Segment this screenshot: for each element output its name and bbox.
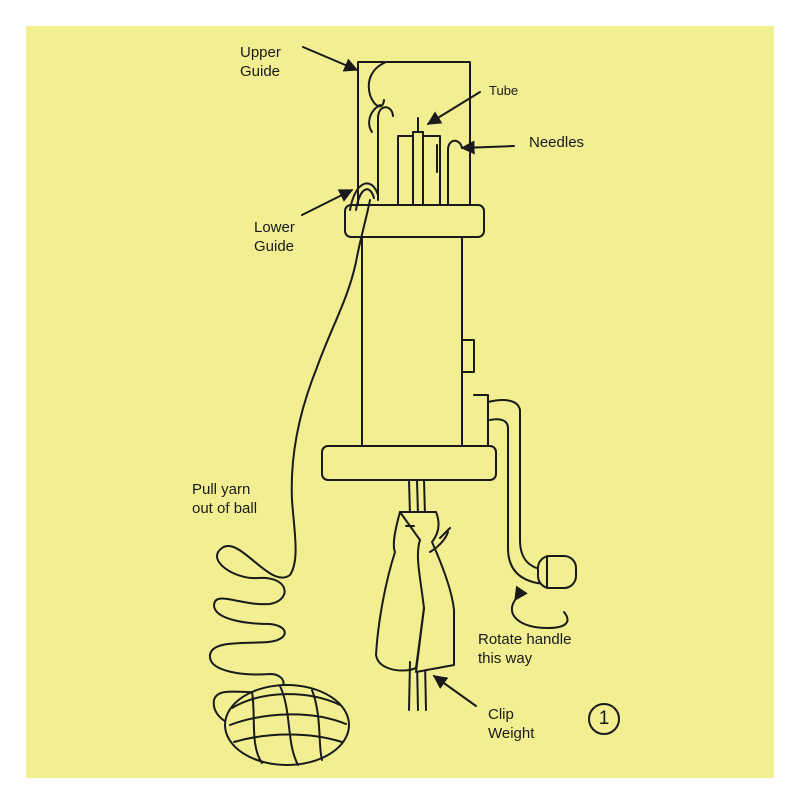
crank-handle — [487, 399, 577, 589]
rotation-arrow — [510, 585, 569, 629]
machine-base — [321, 445, 497, 481]
needles-label: Needles — [529, 134, 585, 151]
machine-body — [361, 236, 489, 449]
tube-label: Tube — [489, 83, 519, 98]
tube — [397, 117, 441, 209]
upper-guide-arrow — [302, 46, 359, 72]
yarn-strand — [209, 199, 371, 726]
step-number-badge: 1 — [588, 703, 620, 735]
tube-arrow — [426, 91, 481, 125]
machine-collar — [344, 182, 485, 238]
clip-weight-arrow — [432, 675, 477, 707]
clip-weight — [375, 511, 455, 673]
needles-arrow — [460, 140, 515, 155]
lower-guide-arrow — [301, 189, 354, 216]
machine-upper-cylinder — [357, 61, 471, 209]
yarn-ball — [224, 684, 350, 766]
